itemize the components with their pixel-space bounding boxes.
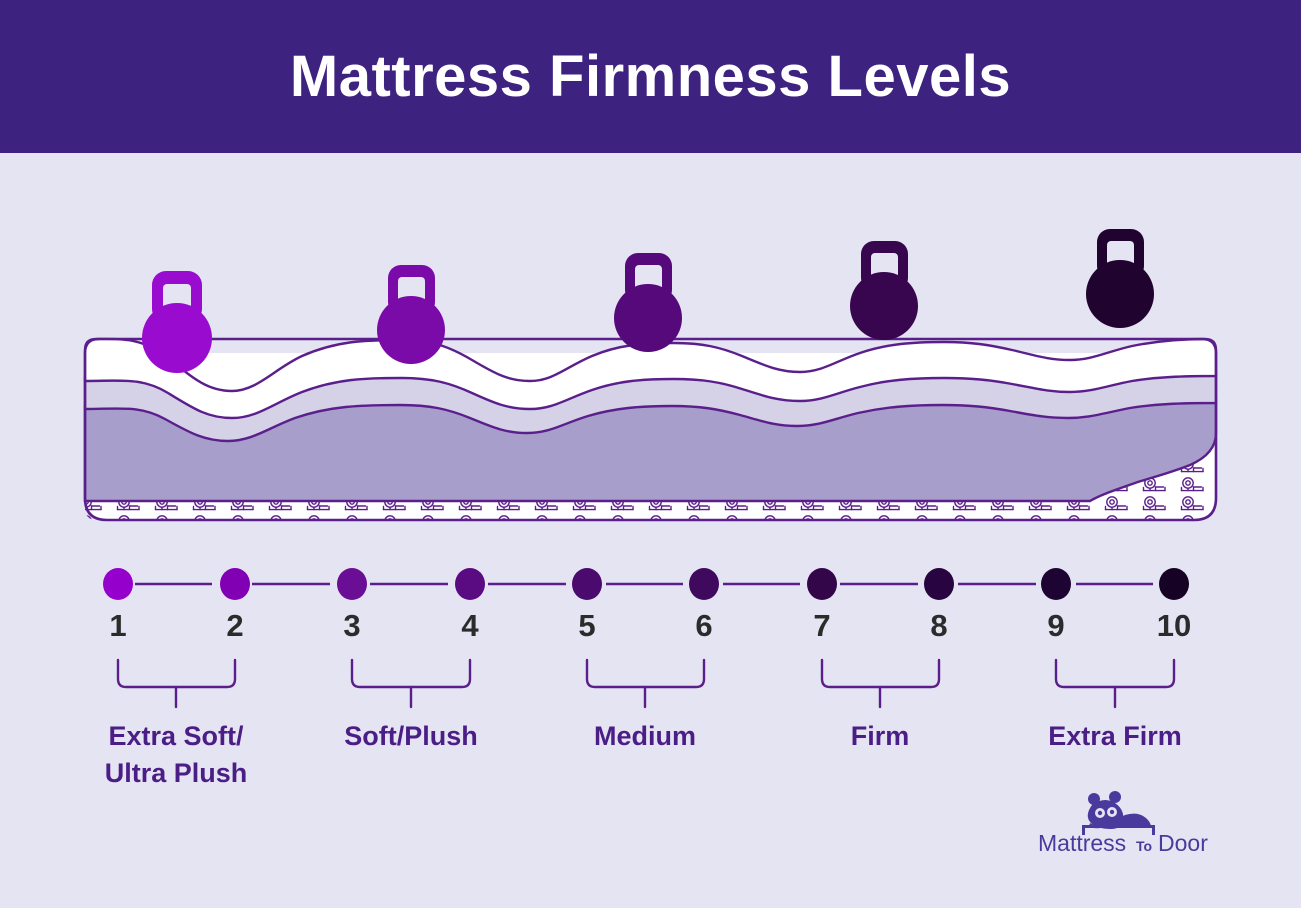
- group-label-extra-soft-line1: Extra Soft/: [108, 721, 244, 751]
- scale-dot-9: [1041, 568, 1071, 600]
- logo-wordmark: Mattress To Door: [1038, 830, 1208, 856]
- group-label-soft-plush: Soft/Plush: [344, 721, 478, 751]
- scale-dot-8: [924, 568, 954, 600]
- kettlebell-1: [142, 271, 212, 373]
- scale-number-3: 3: [343, 608, 361, 643]
- scale-number-row: 1 2 3 4 5 6 7 8 9 10: [0, 608, 1301, 652]
- bracket-firm: [820, 658, 941, 709]
- page-title: Mattress Firmness Levels: [289, 44, 1012, 109]
- group-brackets: [0, 655, 1301, 715]
- bracket-extra-soft: [116, 658, 237, 709]
- kettlebell-2: [377, 265, 445, 364]
- firmness-scale: [0, 560, 1301, 650]
- group-label-extra-soft: Extra Soft/ Ultra Plush: [6, 718, 346, 792]
- brand-logo: Mattress To Door: [1030, 787, 1220, 857]
- bracket-medium: [585, 658, 706, 709]
- group-label-extra-firm: Extra Firm: [1048, 721, 1182, 751]
- group-label-extra-soft-line2: Ultra Plush: [104, 758, 248, 788]
- kettlebell-3: [614, 253, 682, 352]
- panda-on-bed-icon: [1082, 791, 1155, 835]
- mattress-outline: [83, 337, 1218, 522]
- kettlebell-4: [850, 241, 918, 340]
- scale-number-8: 8: [930, 608, 948, 643]
- scale-dot-2: [220, 568, 250, 600]
- scale-dot-3: [337, 568, 367, 600]
- scale-number-9: 9: [1047, 608, 1065, 643]
- mattress-illustration: [0, 153, 1301, 573]
- logo-word-mattress: Mattress: [1038, 830, 1126, 856]
- scale-number-7: 7: [813, 608, 831, 643]
- scale-dots: [103, 568, 1189, 600]
- scale-number-1: 1: [109, 608, 127, 643]
- scale-dot-10: [1159, 568, 1189, 600]
- scale-number-2: 2: [226, 608, 244, 643]
- group-label-medium: Medium: [593, 721, 696, 751]
- scale-number-5: 5: [578, 608, 596, 643]
- scale-number-10: 10: [1156, 608, 1192, 643]
- scale-dot-7: [807, 568, 837, 600]
- scale-number-4: 4: [461, 608, 479, 643]
- scale-dot-5: [572, 568, 602, 600]
- scale-number-6: 6: [695, 608, 713, 643]
- scale-dot-4: [455, 568, 485, 600]
- header-bar: Mattress Firmness Levels: [0, 0, 1301, 153]
- scale-dot-1: [103, 568, 133, 600]
- scale-dot-6: [689, 568, 719, 600]
- group-label-firm: Firm: [850, 721, 910, 751]
- logo-word-to: To: [1136, 838, 1152, 854]
- kettlebell-5: [1086, 229, 1154, 328]
- bracket-soft-plush: [350, 658, 472, 709]
- bracket-extra-firm: [1054, 658, 1176, 709]
- logo-word-door: Door: [1158, 830, 1208, 856]
- group-labels: Extra Soft/ Ultra Plush Soft/Plush Mediu…: [0, 718, 1301, 808]
